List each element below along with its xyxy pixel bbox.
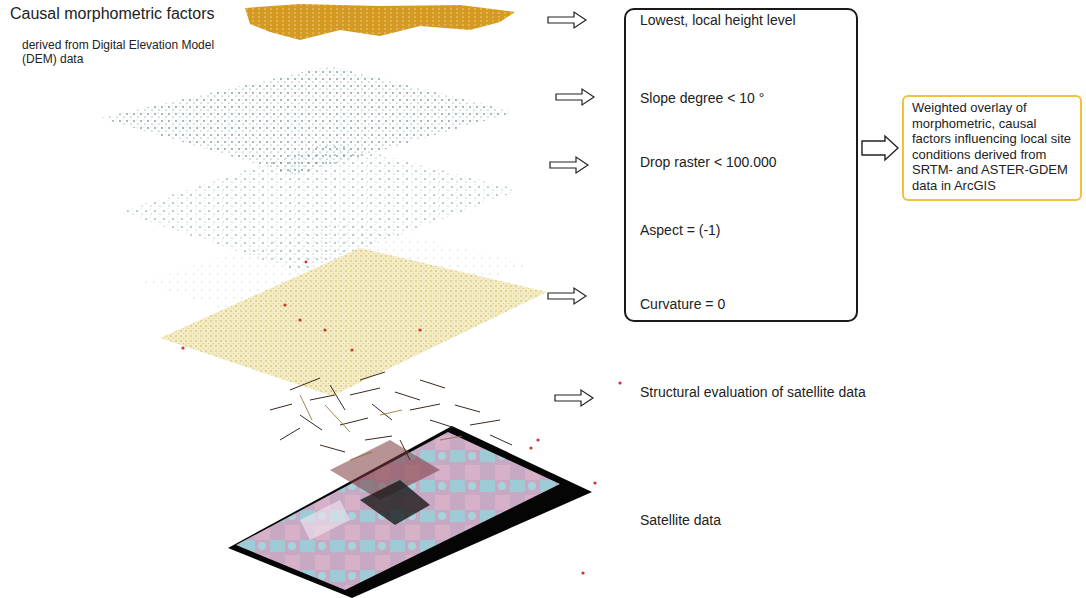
criterion-text: Drop raster < 100.000 <box>640 154 777 170</box>
lowest-level-layer <box>245 4 515 40</box>
box-text: Weighted overlay of morphometric, causal… <box>912 100 1074 194</box>
diagram-title: Causal morphometric factors <box>10 4 215 23</box>
result-box: Weighted overlay of morphometric, causal… <box>902 95 1082 201</box>
pointer-arrows <box>548 12 594 406</box>
satellite-image <box>236 432 560 590</box>
note-label: derived from Digital Elevation Model (DE… <box>22 38 222 67</box>
curvature-layer <box>160 248 547 396</box>
criterion-text: Aspect = (-1) <box>640 222 721 238</box>
criterion-text: Lowest, local height level <box>640 12 796 28</box>
block-arrow <box>862 136 898 160</box>
note-label: Structural evaluation of satellite data <box>640 384 1060 401</box>
criterion-text: Curvature = 0 <box>640 296 725 312</box>
lineaments <box>270 372 512 460</box>
criteria-box: Lowest, local height levelSlope degree <… <box>624 8 858 322</box>
note-label: Satellite data <box>640 512 940 529</box>
criterion-text: Slope degree < 10 ° <box>640 90 764 106</box>
satellite-frame <box>228 426 592 598</box>
